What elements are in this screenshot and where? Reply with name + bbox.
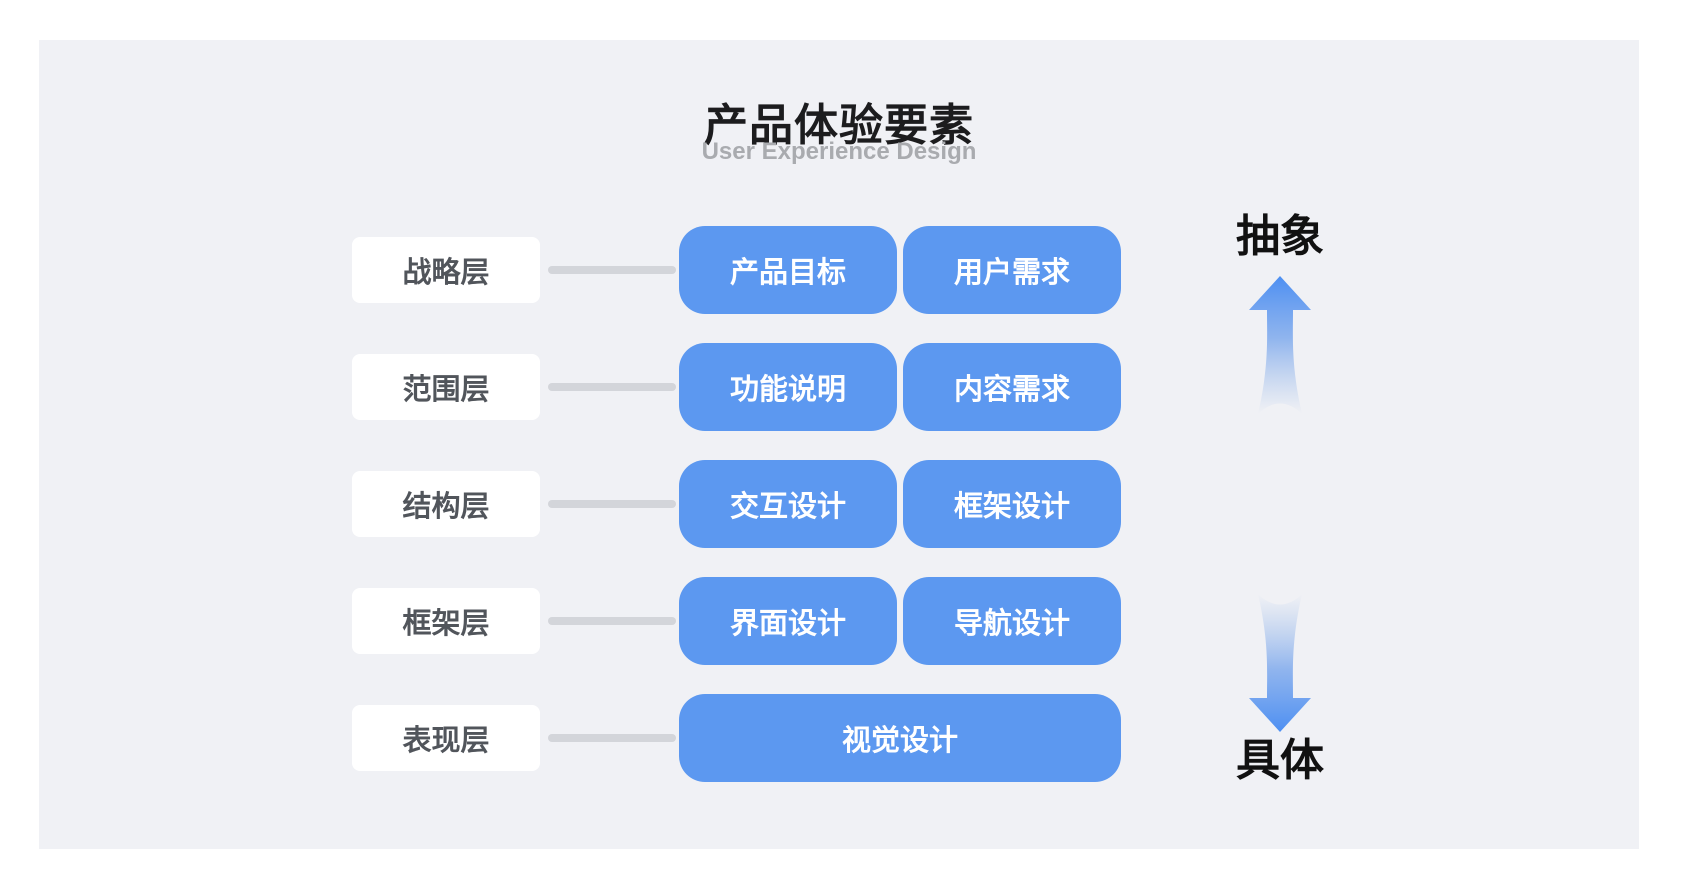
- layer-row-skeleton: 框架层 界面设计 导航设计: [39, 577, 1639, 665]
- layer-label-structure: 结构层: [352, 471, 540, 537]
- axis-label-abstract: 抽象: [1236, 212, 1324, 261]
- layer-row-strategy: 战略层 产品目标 用户需求: [39, 226, 1639, 314]
- connector-line: [548, 266, 676, 274]
- element-box-user-needs: 用户需求: [903, 226, 1121, 314]
- layer-row-surface: 表现层 视觉设计: [39, 694, 1639, 782]
- layer-label-surface: 表现层: [352, 705, 540, 771]
- down-arrow-icon: [1249, 594, 1311, 732]
- element-box-functional-specs: 功能说明: [679, 343, 897, 431]
- layer-row-structure: 结构层 交互设计 框架设计: [39, 460, 1639, 548]
- element-box-framework-design: 框架设计: [903, 460, 1121, 548]
- layer-label-scope: 范围层: [352, 354, 540, 420]
- page-subtitle: User Experience Design: [701, 138, 977, 165]
- element-box-navigation-design: 导航设计: [903, 577, 1121, 665]
- element-box-interface-design: 界面设计: [679, 577, 897, 665]
- element-box-content-requirements: 内容需求: [903, 343, 1121, 431]
- element-box-visual-design: 视觉设计: [679, 694, 1121, 782]
- element-box-product-goals: 产品目标: [679, 226, 897, 314]
- diagram-panel: 产品体验要素 User Experience Design 战略层 产品目标 用…: [39, 40, 1639, 849]
- axis-label-concrete: 具体: [1236, 736, 1324, 785]
- layer-label-skeleton: 框架层: [352, 588, 540, 654]
- page-title: 产品体验要素: [704, 101, 974, 150]
- element-box-interaction-design: 交互设计: [679, 460, 897, 548]
- up-arrow-icon: [1249, 276, 1311, 414]
- connector-line: [548, 734, 676, 742]
- layer-row-scope: 范围层 功能说明 内容需求: [39, 343, 1639, 431]
- layer-label-strategy: 战略层: [352, 237, 540, 303]
- connector-line: [548, 617, 676, 625]
- connector-line: [548, 500, 676, 508]
- connector-line: [548, 383, 676, 391]
